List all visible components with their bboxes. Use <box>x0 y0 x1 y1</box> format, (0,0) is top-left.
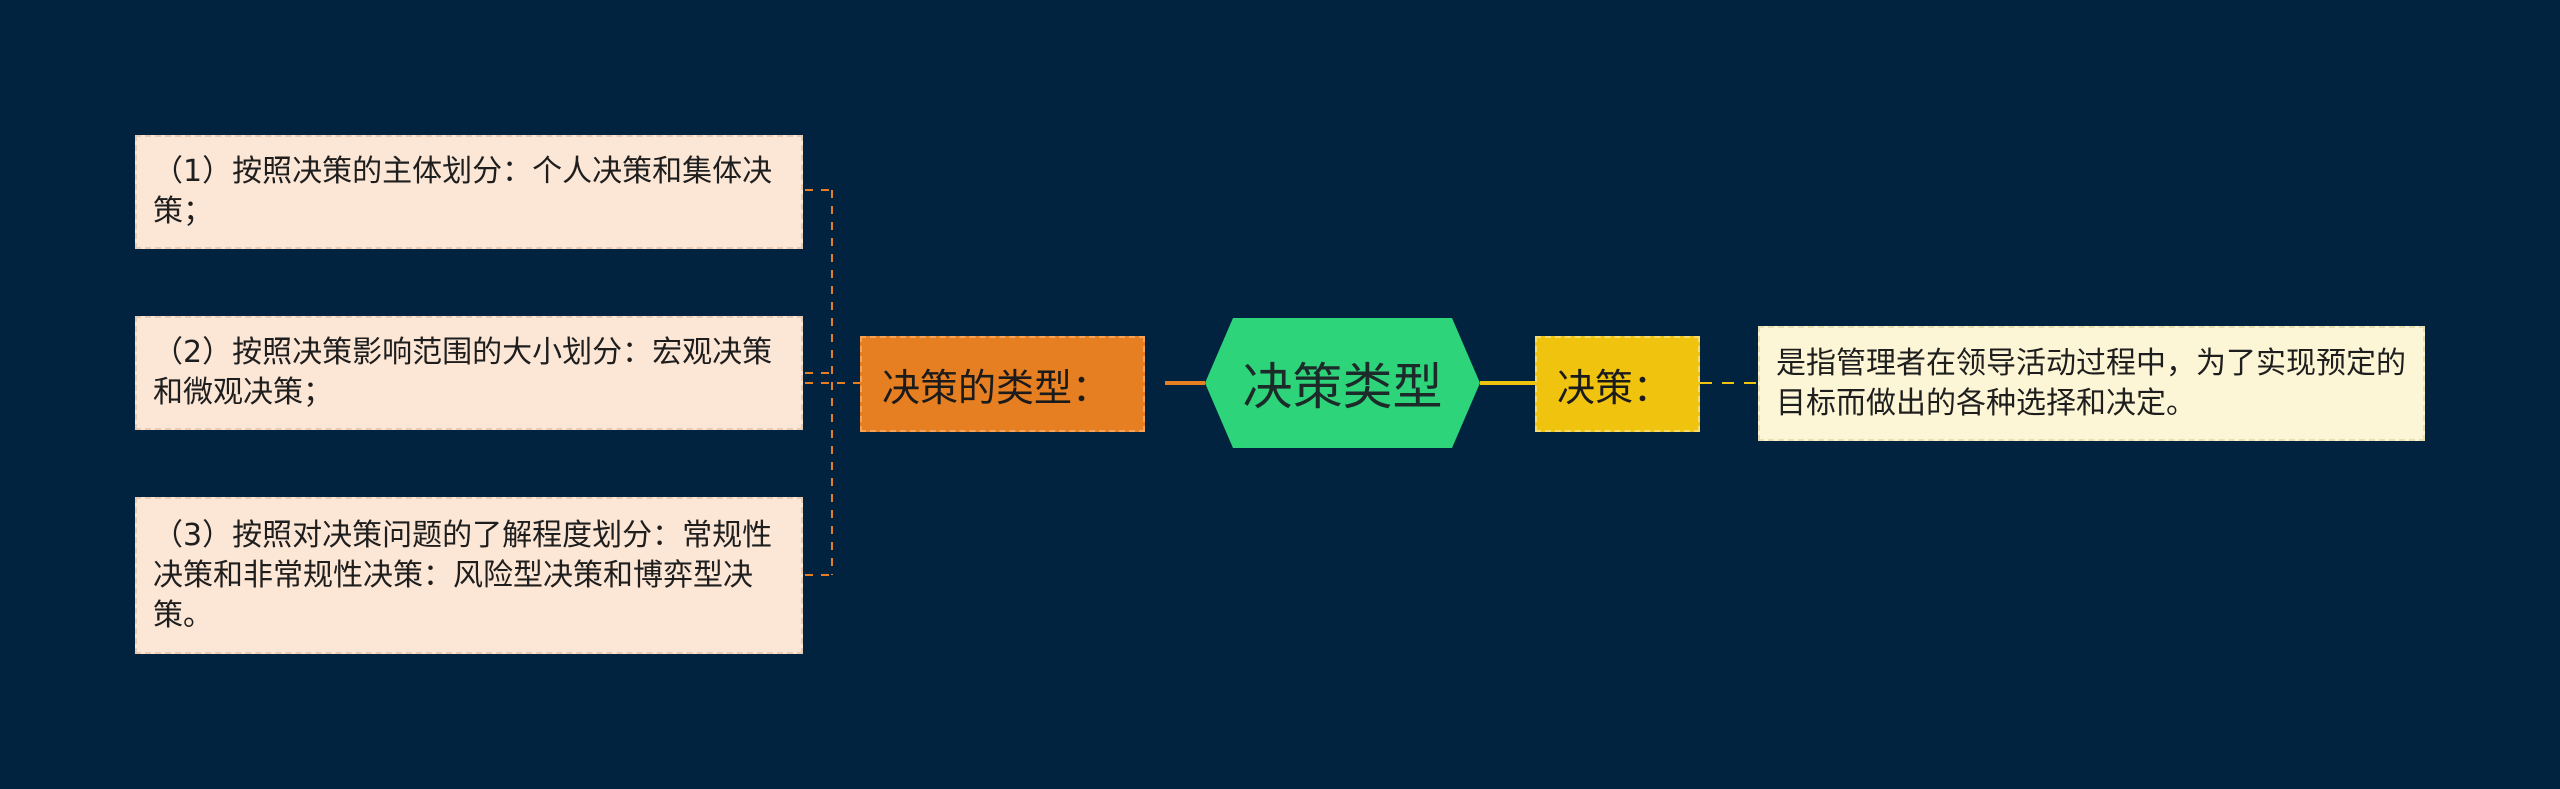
leaf-node-scope-text: （2）按照决策影响范围的大小划分：宏观决策和微观决策； <box>153 335 773 410</box>
leaf-node-scope[interactable]: （2）按照决策影响范围的大小划分：宏观决策和微观决策； <box>135 316 803 430</box>
types-branch-label: 决策的类型： <box>882 365 1111 410</box>
center-topic-label: 决策类型 <box>1242 358 1443 416</box>
center-hexagon-shape <box>1205 318 1480 448</box>
definition-node[interactable]: 是指管理者在领导活动过程中，为了实现预定的目标而做出的各种选择和决定。 <box>1758 326 2425 441</box>
decision-branch-node[interactable]: 决策： <box>1535 336 1700 432</box>
definition-text: 是指管理者在领导活动过程中，为了实现预定的目标而做出的各种选择和决定。 <box>1776 345 2406 421</box>
leaf-node-subject[interactable]: （1）按照决策的主体划分：个人决策和集体决策； <box>135 135 803 249</box>
types-branch-node[interactable]: 决策的类型： <box>860 336 1145 432</box>
decision-branch-label: 决策： <box>1557 365 1672 410</box>
leaf-node-understanding-text: （3）按照对决策问题的了解程度划分：常规性决策和非常规性决策：风险型决策和博弈型… <box>153 517 773 633</box>
leaf-node-understanding[interactable]: （3）按照对决策问题的了解程度划分：常规性决策和非常规性决策：风险型决策和博弈型… <box>135 497 803 654</box>
leaf-node-subject-text: （1）按照决策的主体划分：个人决策和集体决策； <box>153 154 773 229</box>
center-topic-node[interactable]: 决策类型 <box>1205 318 1480 448</box>
